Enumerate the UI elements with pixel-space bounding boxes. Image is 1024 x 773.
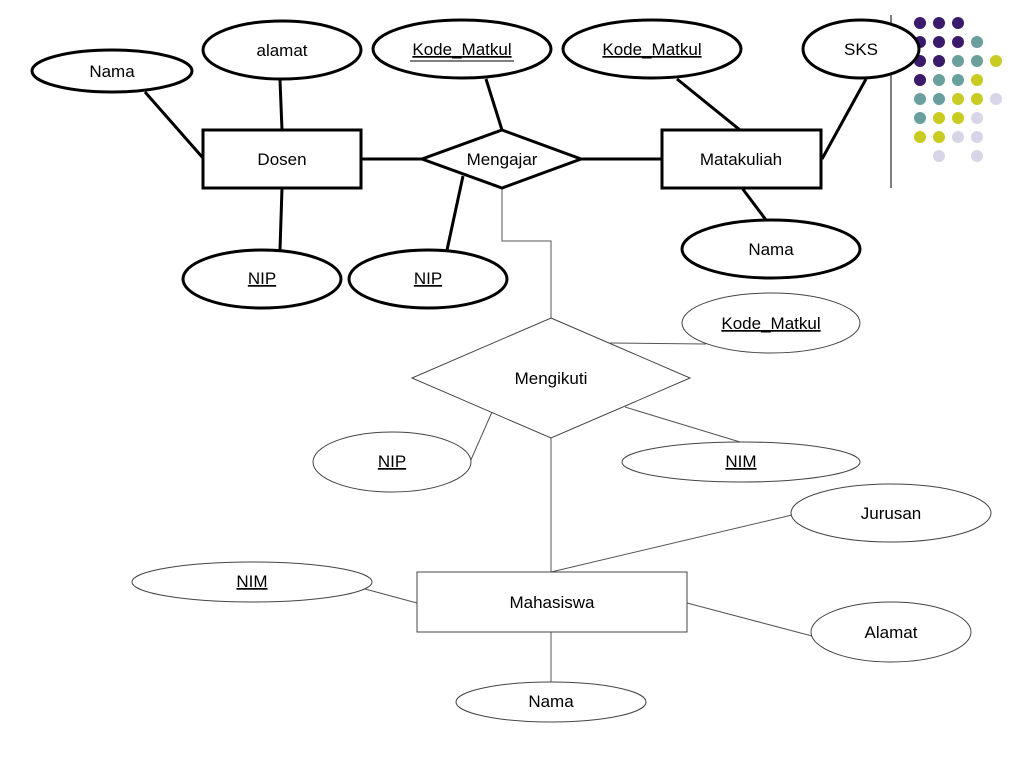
attribute-dosen-nip: NIP (181, 248, 343, 310)
entity-mahasiswa: Mahasiswa (416, 571, 688, 633)
svg-text:NIP: NIP (378, 452, 406, 471)
relationship-mengajar-label: Mengajar (467, 150, 538, 169)
svg-text:alamat: alamat (256, 41, 307, 60)
connector-lines (143, 77, 868, 683)
svg-text:NIP: NIP (414, 269, 442, 288)
decorative-dot-grid (914, 17, 1002, 162)
svg-text:Jurusan: Jurusan (861, 504, 921, 523)
relationship-mengikuti: Mengikuti (410, 317, 692, 439)
attribute-mahasiswa-alamat: Alamat (810, 601, 972, 663)
attribute-matkul-kode-matkul: Kode_Matkul (561, 18, 743, 80)
svg-text:Kode_Matkul: Kode_Matkul (602, 40, 701, 59)
attribute-mengikuti-kode-matkul: Kode_Matkul (681, 292, 861, 354)
attribute-mahasiswa-nama: Nama (455, 681, 647, 723)
svg-text:SKS: SKS (844, 40, 878, 59)
attribute-dosen-alamat: alamat (201, 19, 363, 81)
attribute-matkul-sks: SKS (801, 18, 921, 80)
attribute-mengikuti-nim: NIM (621, 441, 861, 483)
svg-text:Kode_Matkul: Kode_Matkul (721, 314, 820, 333)
svg-text:NIM: NIM (236, 572, 267, 591)
attribute-mahasiswa-nim: NIM (131, 561, 373, 603)
relationship-mengajar: Mengajar (417, 128, 586, 190)
entity-matakuliah: Matakuliah (660, 128, 823, 190)
svg-text:Nama: Nama (748, 240, 794, 259)
attribute-mahasiswa-jurusan: Jurusan (790, 483, 992, 543)
attribute-mengikuti-nip: NIP (312, 431, 472, 493)
svg-text:Nama: Nama (89, 62, 135, 81)
relationship-mengikuti-label: Mengikuti (515, 369, 588, 388)
svg-text:Kode_Matkul: Kode_Matkul (412, 40, 511, 59)
svg-text:Nama: Nama (528, 692, 574, 711)
attribute-mengajar-nip: NIP (347, 248, 509, 310)
svg-text:NIM: NIM (725, 452, 756, 471)
entity-dosen-label: Dosen (257, 150, 306, 169)
attribute-dosen-nama: Nama (30, 48, 194, 94)
svg-text:Alamat: Alamat (865, 623, 918, 642)
attribute-mengajar-kode-matkul: Kode_Matkul (371, 18, 553, 80)
entity-dosen: Dosen (201, 128, 363, 190)
entity-matakuliah-label: Matakuliah (700, 150, 782, 169)
svg-text:NIP: NIP (248, 269, 276, 288)
attribute-matkul-nama: Nama (680, 218, 862, 280)
entity-mahasiswa-label: Mahasiswa (509, 593, 595, 612)
